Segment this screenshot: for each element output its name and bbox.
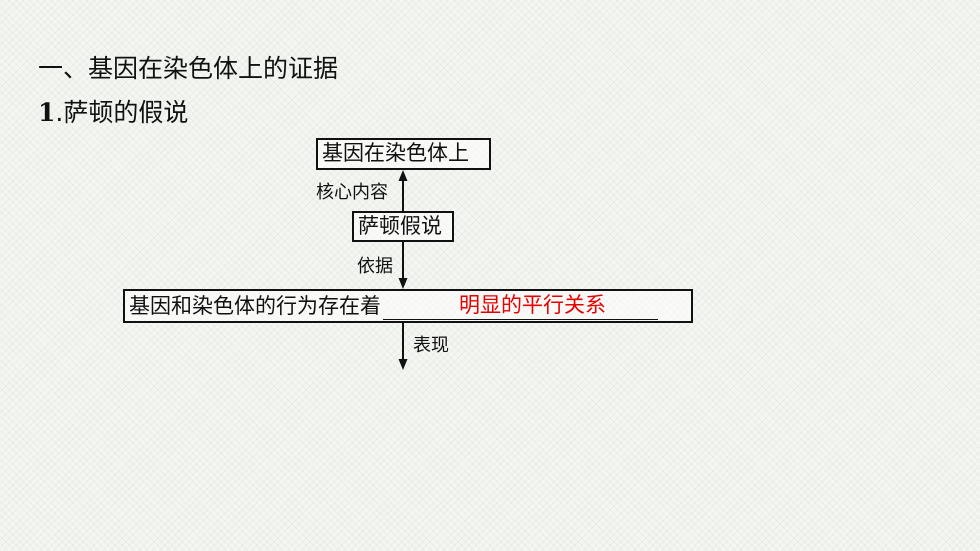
arrow-show-head xyxy=(398,359,408,370)
bottom-box-prefix: 基因和染色体的行为存在着 xyxy=(129,294,381,318)
bottom-box: 基因和染色体的行为存在着 明显的平行关系 xyxy=(123,289,693,323)
arrow-core-head xyxy=(398,170,408,181)
core-content-label: 核心内容 xyxy=(316,182,388,203)
sub-heading-text: .萨顿的假说 xyxy=(55,98,189,127)
sub-heading-number: 1 xyxy=(38,98,56,127)
section-heading: 一、基因在染色体上的证据 xyxy=(38,54,339,83)
answer-blank: 明显的平行关系 xyxy=(383,293,658,320)
top-box: 基因在染色体上 xyxy=(316,138,491,170)
sub-heading: 1.萨顿的假说 xyxy=(38,96,188,130)
manifestation-label: 表现 xyxy=(413,335,449,356)
middle-box: 萨顿假说 xyxy=(352,211,454,242)
arrow-basis-head xyxy=(398,278,408,289)
basis-label: 依据 xyxy=(357,256,393,277)
answer-text: 明显的平行关系 xyxy=(459,292,606,317)
